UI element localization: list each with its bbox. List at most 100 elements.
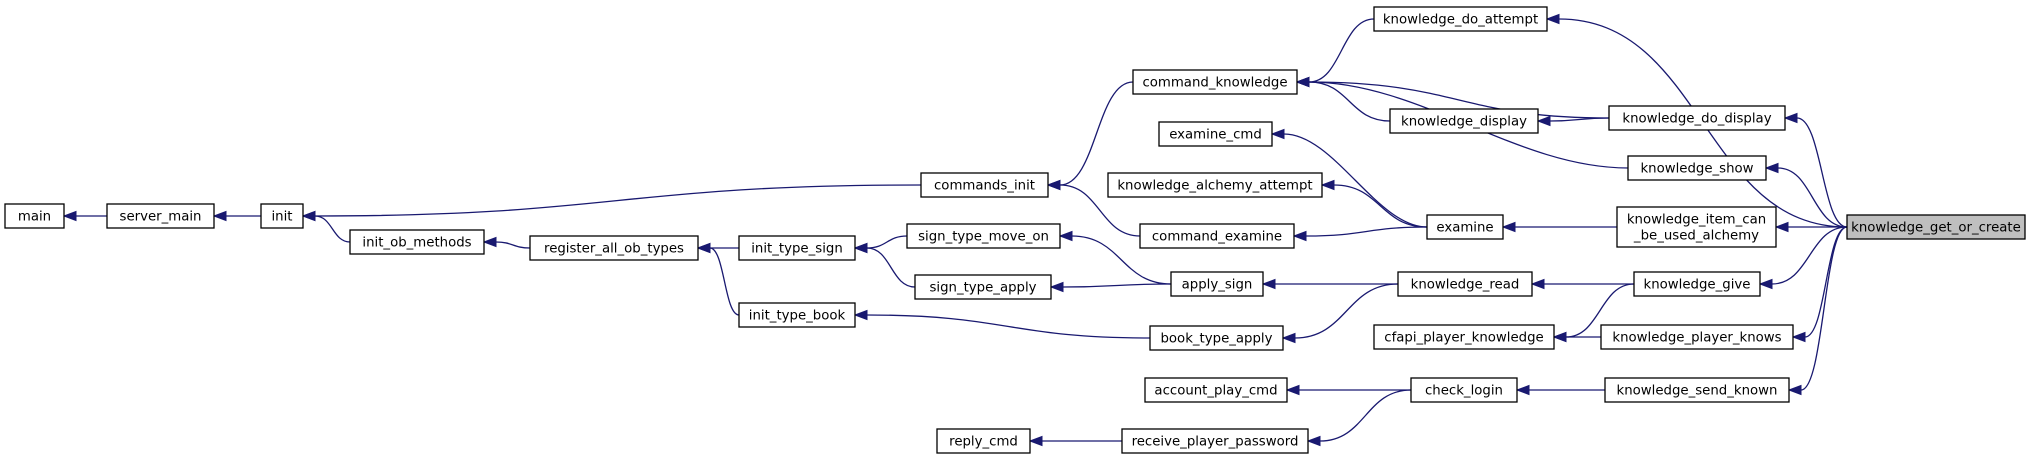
arrowhead — [1261, 278, 1276, 290]
arrowhead — [853, 242, 868, 254]
node-label: sign_type_apply — [929, 281, 1036, 296]
node-knowledge-player-knows[interactable]: knowledge_player_knows — [1600, 324, 1794, 350]
arrowhead — [1058, 230, 1073, 242]
arrowhead — [1028, 435, 1043, 447]
node-knowledge-show[interactable]: knowledge_show — [1627, 155, 1767, 181]
node-knowledge-get-or-create[interactable]: knowledge_get_or_create — [1846, 214, 2026, 240]
arrowhead — [1530, 278, 1545, 290]
node-server-main[interactable]: server_main — [106, 203, 215, 229]
node-label: cfapi_player_knowledge — [1384, 331, 1543, 346]
node-box — [1158, 121, 1273, 147]
edge-line — [1062, 283, 1172, 288]
edge-init-to-commands_init — [301, 184, 922, 222]
node-box — [1132, 69, 1298, 95]
node-knowledge-read[interactable]: knowledge_read — [1397, 271, 1533, 297]
node-book-type-apply[interactable]: book_type_apply — [1149, 325, 1284, 351]
node-label: command_knowledge — [1142, 76, 1287, 91]
node-knowledge-give[interactable]: knowledge_give — [1633, 271, 1761, 297]
node-main[interactable]: main — [4, 203, 65, 229]
edge-command_knowledge-to-do_attempt — [1295, 18, 1375, 88]
node-knowledge-do-display[interactable]: knowledge_do_display — [1608, 105, 1786, 131]
node-label: knowledge_player_knows — [1612, 331, 1781, 346]
edge-command_knowledge-to-knowledge_display — [1295, 76, 1391, 122]
arrowhead — [1320, 179, 1335, 191]
node-label: knowledge_read — [1411, 278, 1520, 293]
edge-line — [1308, 18, 1375, 83]
node-receive-player-password[interactable]: receive_player_password — [1121, 428, 1309, 454]
edge-line — [866, 314, 1151, 339]
node-label: main — [18, 210, 51, 225]
node-account-play-cmd[interactable]: account_play_cmd — [1144, 377, 1288, 403]
node-label: sign_type_move_on — [918, 230, 1049, 245]
node-label: reply_cmd — [949, 435, 1018, 450]
edge-line — [1549, 117, 1610, 122]
node-command-examine[interactable]: command_examine — [1139, 223, 1295, 249]
node-knowledge-display[interactable]: knowledge_display — [1389, 108, 1539, 134]
node-init-type-book[interactable]: init_type_book — [738, 302, 856, 328]
arrowhead — [1774, 221, 1789, 233]
edge-line — [1777, 167, 1848, 228]
edge-account_play-to-check_login — [1285, 384, 1411, 396]
node-box — [1600, 324, 1794, 350]
node-init[interactable]: init — [260, 203, 304, 229]
edge-register-to-init_type_book — [696, 242, 740, 316]
node-label: init — [271, 210, 292, 225]
arrowhead — [62, 210, 77, 222]
node-sign-type-move-on[interactable]: sign_type_move_on — [906, 223, 1061, 249]
node-label: knowledge_alchemy_attempt — [1117, 179, 1312, 194]
edge-line — [1059, 81, 1134, 186]
node-commands-init[interactable]: commands_init — [920, 172, 1049, 198]
edge-examine_cmd-to-examine — [1270, 128, 1428, 228]
node-cfapi-player-knowledge[interactable]: cfapi_player_knowledge — [1373, 324, 1555, 350]
edge-apply_sign-to-knowledge_read — [1261, 278, 1398, 290]
node-knowledge-send-known[interactable]: knowledge_send_known — [1604, 377, 1790, 403]
node-box — [1170, 271, 1264, 297]
edge-line — [1796, 117, 1848, 228]
node-knowledge-alchemy-attempt[interactable]: knowledge_alchemy_attempt — [1107, 172, 1323, 198]
node-check-login[interactable]: check_login — [1410, 377, 1518, 403]
node-init-type-sign[interactable]: init_type_sign — [738, 235, 856, 261]
edge-knowledge_read-to-give — [1530, 278, 1634, 290]
node-box — [106, 203, 215, 229]
edge-line — [1771, 226, 1848, 285]
node-examine[interactable]: examine — [1426, 214, 1504, 240]
node-box — [1608, 105, 1786, 131]
arrowhead — [1545, 13, 1560, 25]
arrowhead — [1292, 230, 1307, 242]
edge-sign_move_on-to-apply_sign — [1058, 230, 1172, 285]
node-sign-type-apply[interactable]: sign_type_apply — [914, 274, 1052, 300]
node-box — [936, 428, 1031, 454]
edge-command_examine-to-examine — [1292, 226, 1428, 242]
arrowhead — [1281, 332, 1296, 344]
node-label: knowledge_item_can — [1627, 213, 1766, 228]
arrowhead — [696, 242, 711, 254]
node-box — [1426, 214, 1504, 240]
node-label: command_examine — [1152, 230, 1282, 245]
node-apply-sign[interactable]: apply_sign — [1170, 271, 1264, 297]
node-box — [920, 172, 1049, 198]
edge-line — [1308, 81, 1610, 119]
node-box — [529, 235, 699, 261]
node-knowledge-item-can-be-used-alchemy[interactable]: knowledge_item_can_be_used_alchemy — [1616, 206, 1777, 248]
node-init-ob-methods[interactable]: init_ob_methods — [349, 229, 485, 255]
edge-reply_cmd-to-receive_pw — [1028, 435, 1122, 447]
edge-line — [1308, 81, 1391, 122]
edge-line — [1059, 184, 1141, 237]
arrowhead — [1295, 76, 1310, 88]
node-label: init_type_book — [749, 309, 846, 324]
node-reply-cmd[interactable]: reply_cmd — [936, 428, 1031, 454]
arrowhead — [1285, 384, 1300, 396]
arrowhead — [1552, 331, 1567, 343]
node-knowledge-do-attempt[interactable]: knowledge_do_attempt — [1373, 6, 1548, 32]
node-label: knowledge_do_attempt — [1383, 13, 1538, 28]
node-box — [1397, 271, 1533, 297]
node-command-knowledge[interactable]: command_knowledge — [1132, 69, 1298, 95]
node-label: book_type_apply — [1160, 332, 1272, 347]
node-register-all-ob-types[interactable]: register_all_ob_types — [529, 235, 699, 261]
arrowhead — [212, 210, 227, 222]
arrowhead — [1515, 384, 1530, 396]
arrowhead — [1501, 221, 1516, 233]
edge-line — [1565, 283, 1635, 338]
node-examine-cmd[interactable]: examine_cmd — [1158, 121, 1273, 147]
